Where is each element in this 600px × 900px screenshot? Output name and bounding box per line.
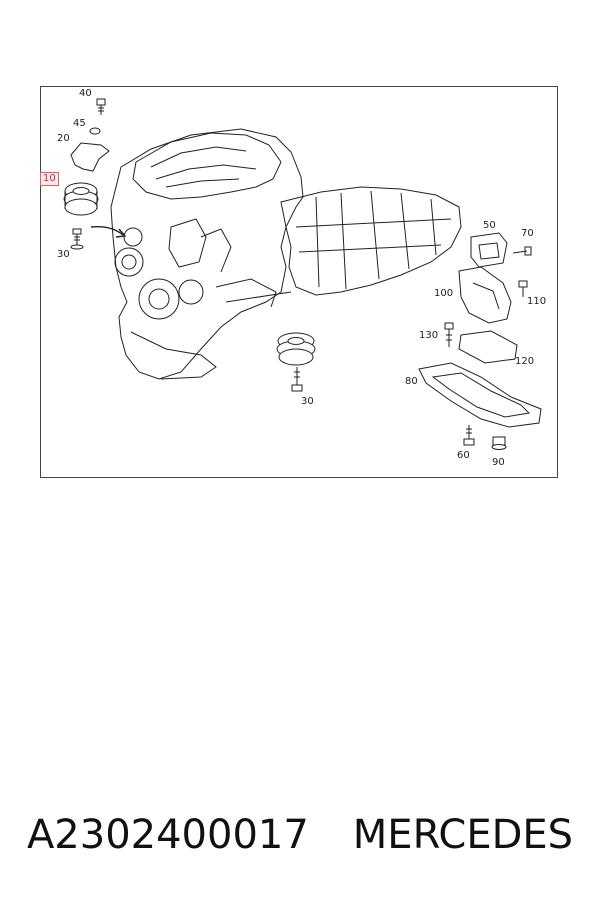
callout-120: 120 [515,356,535,367]
part-60-bolt [463,425,475,446]
part-number: A2302400017 [26,812,309,858]
callout-90: 90 [492,457,505,468]
part-100-bracket [458,266,512,324]
part-130-bolt [444,322,454,347]
part-80-crossmember [418,362,542,428]
callout-20: 20 [57,133,70,144]
part-30-bolt-center [291,367,303,392]
part-90-nut [491,436,507,450]
part-10-engine-mount [63,182,99,216]
part-info-footer: A2302400017 MERCEDES [0,800,600,870]
callout-80: 80 [405,376,418,387]
part-120-plate [458,330,518,364]
callout-100: 100 [434,288,454,299]
callout-30-left: 30 [57,249,70,260]
part-30-bolt-left [70,228,84,250]
engine-block [110,128,304,380]
part-110-bolt [518,280,528,297]
engine-mount-exploded-diagram [63,98,542,450]
part-45-washer [89,127,101,135]
callout-130: 130 [419,330,439,341]
callout-45: 45 [73,118,86,129]
transmission-housing [280,186,462,296]
callout-50: 50 [483,220,496,231]
part-50-transmission-mount [470,232,508,268]
callout-110: 110 [527,296,547,307]
callout-40: 40 [79,88,92,99]
callout-70: 70 [521,228,534,239]
callout-60: 60 [457,450,470,461]
part-20-bracket [70,142,110,172]
callout-30-center: 30 [301,396,314,407]
part-40-bolt [96,98,106,115]
part-70-bolt [512,246,532,256]
part-engine-mount-center [276,332,316,366]
brand-name: MERCEDES [352,812,574,858]
parts-diagram-frame: 40 45 20 10 30 30 50 70 100 110 130 120 … [40,86,558,478]
callout-10[interactable]: 10 [40,172,59,186]
